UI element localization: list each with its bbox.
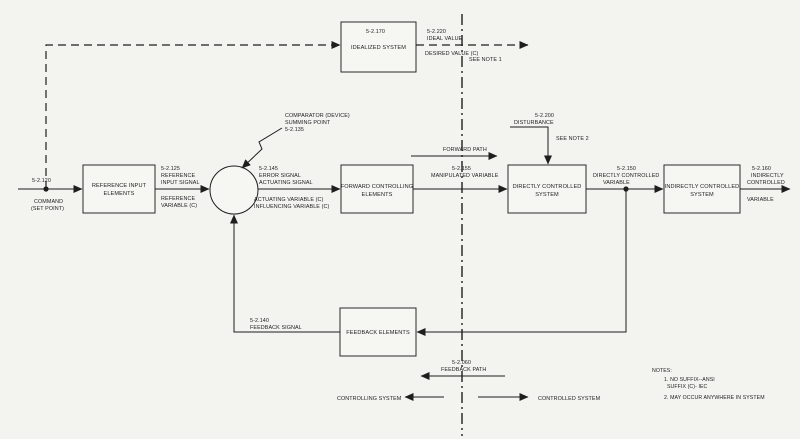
indirectly-controlled-variable-label-2: CONTROLLED — [747, 180, 785, 186]
notes-title: NOTES: — [652, 368, 672, 374]
idealized-system-label: IDEALIZED SYSTEM — [351, 45, 406, 51]
forward-controlling-label-2: ELEMENTS — [362, 192, 393, 198]
note-1-line-1: 1. NO SUFFIX--ANSI — [664, 377, 715, 383]
controlling-system-label: CONTROLLING SYSTEM — [337, 396, 402, 402]
variable-label: VARIABLE — [747, 197, 774, 203]
indirectly-controlled-variable-ref: 5-2.160 — [752, 166, 771, 172]
indirectly-controlled-label-2: SYSTEM — [690, 192, 714, 198]
forward-path-label: FORWARD PATH — [443, 147, 487, 153]
indirectly-controlled-variable-label-1: INDIRECTLY — [751, 173, 784, 179]
dashed-ideal-path-arrow — [45, 41, 341, 189]
note-1-line-2: SUFFIX (C)- IEC — [667, 384, 708, 390]
feedback-elements-block: FEEDBACK ELEMENTS — [339, 307, 417, 357]
notes-block: NOTES: 1. NO SUFFIX--ANSI SUFFIX (C)- IE… — [652, 368, 765, 401]
reference-input-signal-label-2: INPUT SIGNAL — [161, 180, 200, 186]
feedback-path-label: FEEDBACK PATH — [441, 367, 486, 373]
disturbance-arrow — [510, 126, 552, 165]
comparator-leader-arrow — [241, 127, 283, 169]
comparator-label-2: SUMMING POINT — [285, 120, 331, 126]
indirectly-controlled-label-1: INDIRECTLY CONTROLLED — [665, 184, 740, 190]
manipulated-variable-ref: 5-2.155 — [452, 166, 471, 172]
command-label: COMMAND — [34, 199, 63, 205]
directly-controlled-variable-label-2: VARIABLE — [603, 180, 630, 186]
feedback-path-ref: 5-2.060 — [452, 360, 471, 366]
see-note-2-label: SEE NOTE 2 — [556, 136, 589, 142]
controlled-system-label: CONTROLLED SYSTEM — [538, 396, 601, 402]
note-2: 2. MAY OCCUR ANYWHERE IN SYSTEM — [664, 395, 765, 401]
directly-controlled-variable-ref: 5-2.150 — [617, 166, 636, 172]
comparator-label-1: COMPARATOR (DEVICE) — [285, 113, 350, 119]
manipulated-variable-label: MANIPULATED VARIABLE — [431, 173, 499, 179]
ideal-value-label: IDEAL VALUE — [427, 36, 463, 42]
reference-input-elements-block: REFERENCE INPUT ELEMENTS — [82, 164, 156, 214]
actuating-variable-label-2: INFLUENCING VARIABLE (C) — [254, 204, 329, 210]
reference-input-signal-label-1: REFERENCE — [161, 173, 195, 179]
comparator-label-3: 5-2.135 — [285, 127, 304, 133]
reference-variable-label-2: VARIABLE (C) — [161, 203, 197, 209]
directly-controlled-label-2: SYSTEM — [535, 192, 559, 198]
forward-controlling-label-1: FORWARD CONTROLLING — [341, 184, 413, 190]
reference-variable-label-1: REFERENCE — [161, 196, 195, 202]
disturbance-ref: 5-2.200 — [535, 113, 554, 119]
ideal-value-ref: 5-2.220 — [427, 29, 446, 35]
command-node-dot — [43, 186, 49, 192]
directly-controlled-variable-label-1: DIRECTLY CONTROLLED — [593, 173, 659, 179]
desired-value-label: DESIRED VALUE (C) — [425, 51, 479, 57]
error-signal-label-2: ACTUATING SIGNAL — [259, 180, 313, 186]
feedback-signal-ref: 5-2.140 — [250, 318, 269, 324]
forward-controlling-elements-block: FORWARD CONTROLLING ELEMENTS — [340, 164, 414, 214]
command-ref: 5-2.120 — [32, 178, 51, 184]
error-signal-label-1: ERROR SIGNAL — [259, 173, 301, 179]
summing-point-circle — [209, 165, 259, 215]
reference-input-signal-ref: 5-2.125 — [161, 166, 180, 172]
reference-input-label-1: REFERENCE INPUT — [92, 183, 147, 189]
set-point-label: (SET POINT) — [31, 206, 64, 212]
feedback-elements-label: FEEDBACK ELEMENTS — [346, 330, 410, 336]
disturbance-label: DISTURBANCE — [514, 120, 554, 126]
idealized-system-ref: 5-2.170 — [366, 29, 385, 35]
reference-input-label-2: ELEMENTS — [104, 191, 135, 197]
feedback-return-line — [416, 189, 627, 336]
error-signal-ref: 5-2.145 — [259, 166, 278, 172]
directly-controlled-label-1: DIRECTLY CONTROLLED — [513, 184, 582, 190]
see-note-1-label: SEE NOTE 1 — [469, 57, 502, 63]
idealized-system-block: IDEALIZED SYSTEM — [340, 21, 417, 73]
feedback-signal-label: FEEDBACK SIGNAL — [250, 325, 302, 331]
indirectly-controlled-system-block: INDIRECTLY CONTROLLED SYSTEM — [663, 164, 741, 214]
actuating-variable-label-1: ACTUATING VARIABLE (C) — [254, 197, 323, 203]
feedback-signal-arrow — [230, 214, 340, 333]
directly-controlled-system-block: DIRECTLY CONTROLLED SYSTEM — [507, 164, 587, 214]
